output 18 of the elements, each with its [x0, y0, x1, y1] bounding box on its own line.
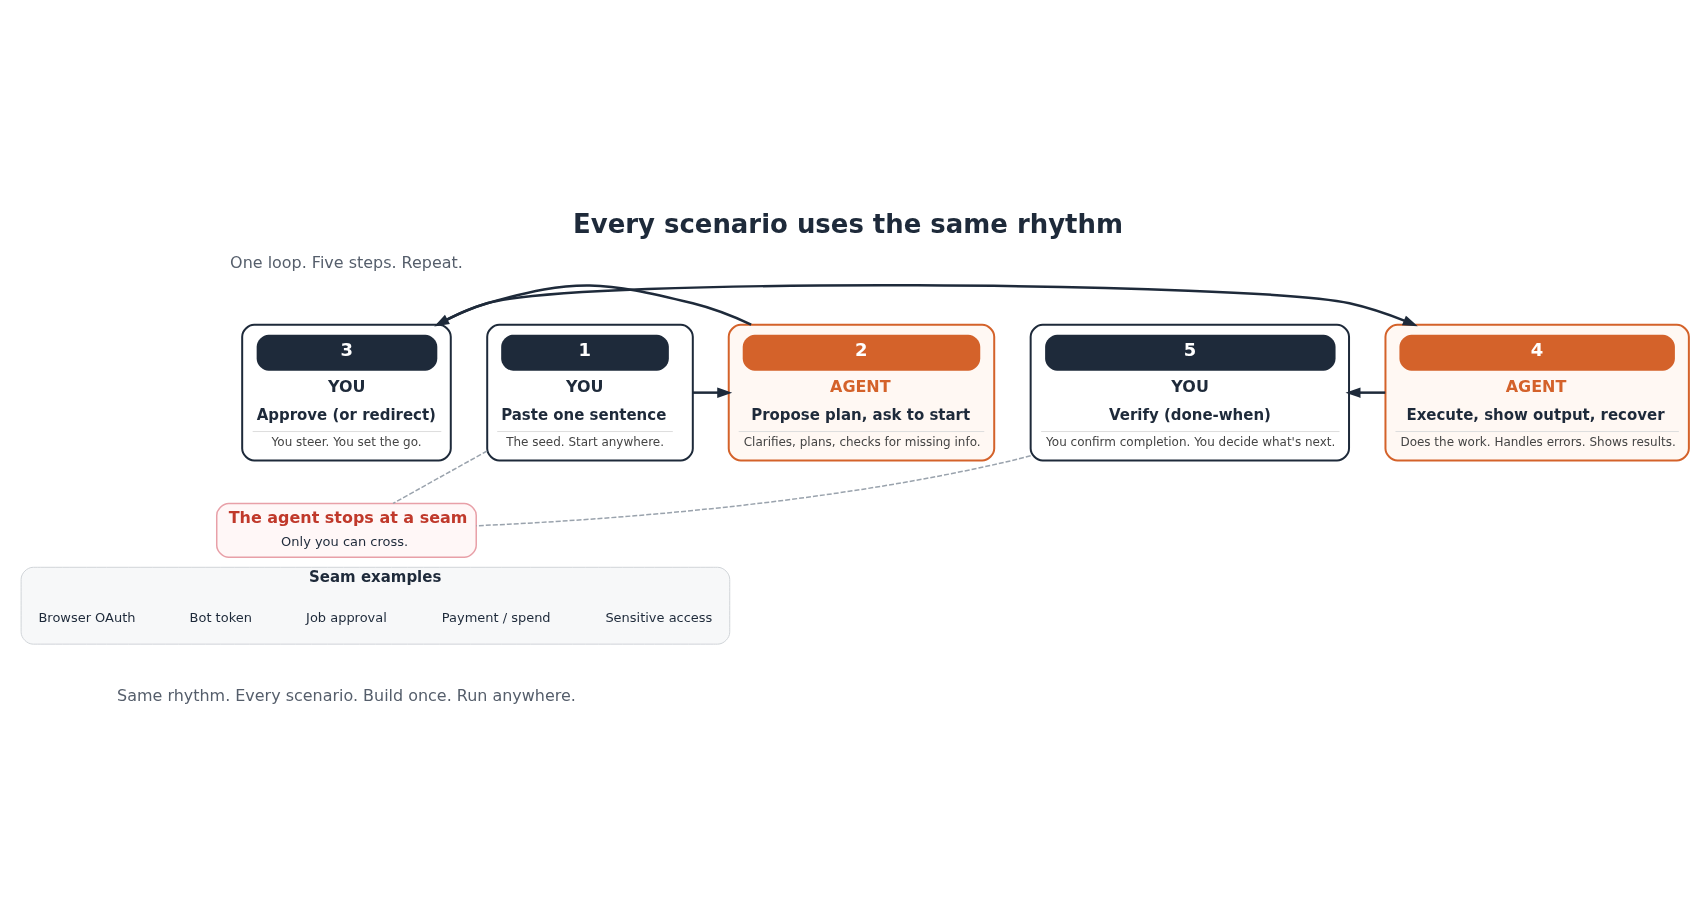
label: Same rhythm. Every scenario. Build once. Run anywhere. — [117, 685, 576, 705]
diagram-title: Every scenario uses the same rhythm — [573, 208, 1123, 239]
node-text: Job approval — [306, 609, 387, 625]
node-box: 4 AGENT Execute, show output, recover Does the work. Handles errors. Shows results. — [1384, 323, 1690, 462]
node-box: 1 YOU Paste one sentence The seed. Start anywhere. — [486, 323, 694, 462]
node-text: Payment / spend — [441, 609, 551, 625]
node-box: 3 YOU Approve (or redirect) You steer. You set the go. — [241, 323, 452, 462]
node-text: Bot token — [189, 609, 252, 625]
connector — [392, 450, 488, 505]
label: One loop. Five steps. Repeat. — [230, 252, 463, 272]
node-box: The agent stops at a seam Only you can cross. — [216, 502, 477, 559]
node-box: 2 AGENT Propose plan, ask to start Clarifies, plans, checks for missing info. — [727, 323, 996, 462]
node-text: Browser OAuth — [38, 609, 136, 625]
node-box: 5 YOU Verify (done-when) You confirm completion. You decide what's next. — [1029, 323, 1351, 462]
arrow — [692, 387, 733, 398]
node-text: Sensitive access — [605, 609, 713, 625]
arrow — [1345, 387, 1386, 398]
connector — [475, 455, 1032, 527]
